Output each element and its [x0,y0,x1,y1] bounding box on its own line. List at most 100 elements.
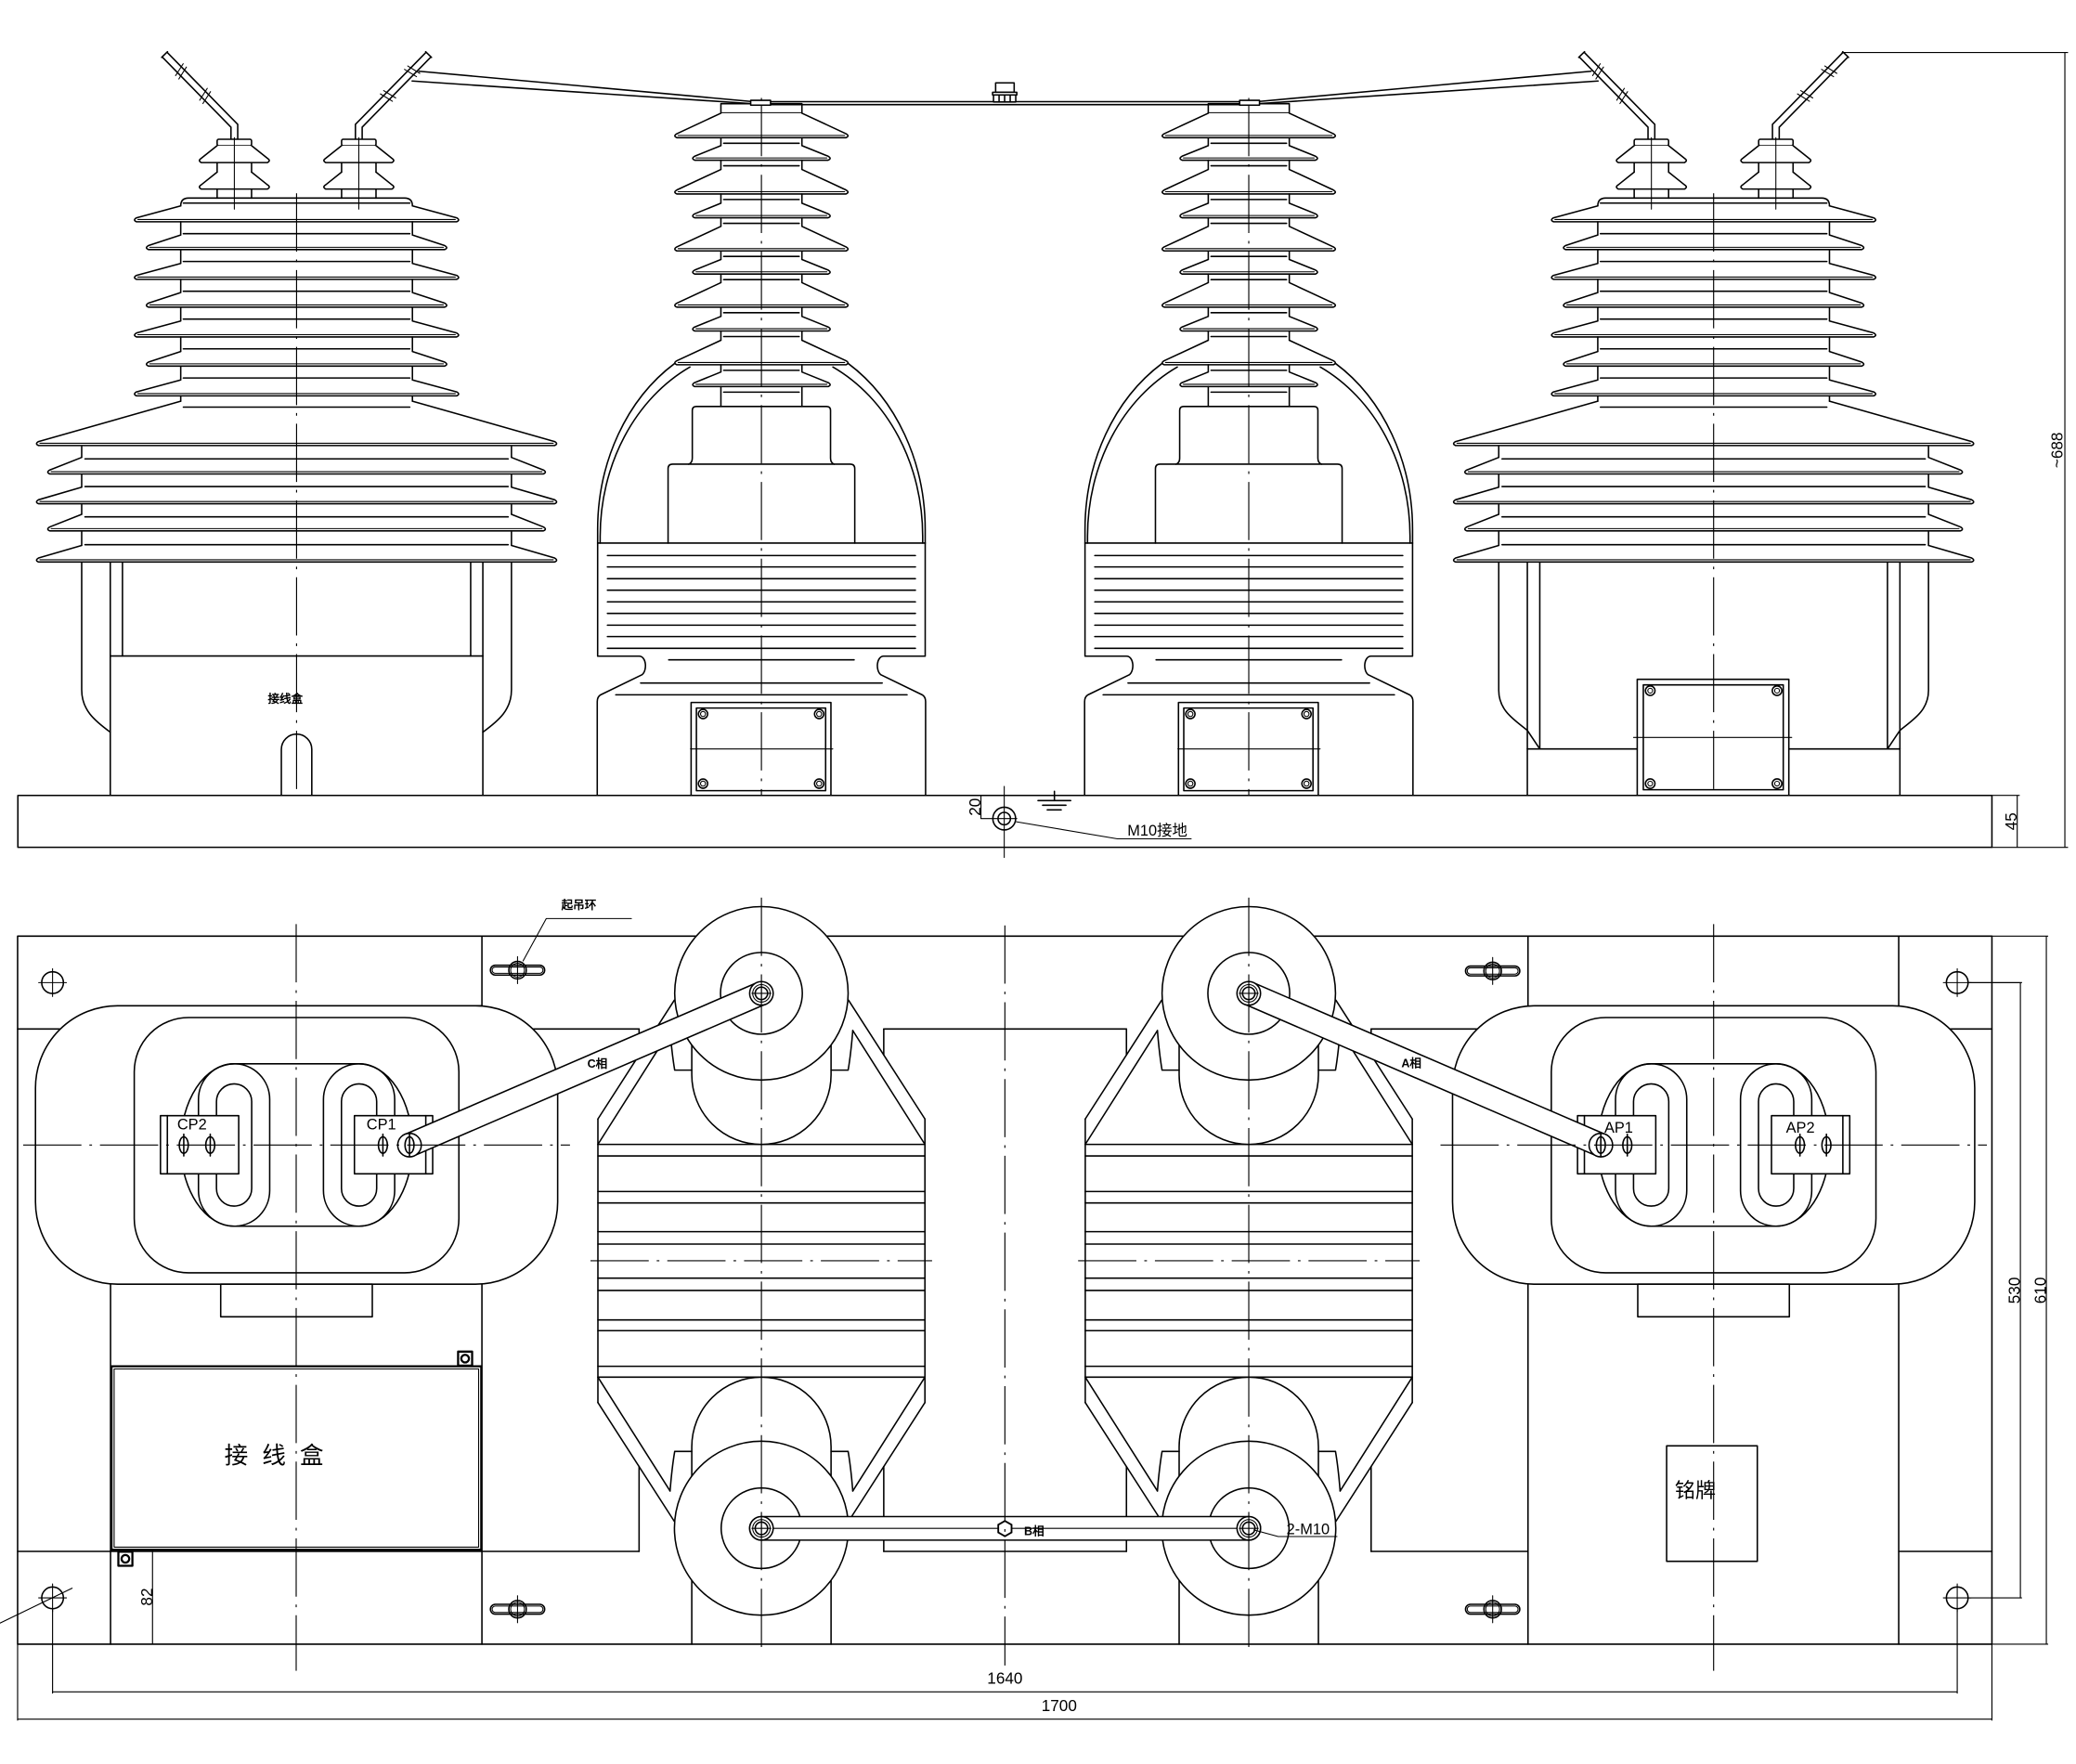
lifting-ring-icon [489,955,546,985]
terminal-rod-body [1772,52,1848,144]
cover-screw-slot [816,780,823,787]
terminal-rod-body [162,52,238,144]
vt-shed [674,226,850,253]
vt-housing-outer-arc [1334,362,1414,544]
vt-body-outline [596,542,646,797]
cover-screw [813,708,825,720]
primary-bus-connection [411,70,1599,107]
secondary-bushing [161,50,270,210]
plan-terminal-box-label: 接线盒 [225,1443,338,1470]
plan-dimensions [17,935,2049,1721]
ct-skirt [81,562,111,733]
vt-housing-outer-arc [1083,362,1163,544]
vt-body-chamfer [1084,999,1162,1121]
cover-screw [1771,778,1783,789]
cover-screw [1301,708,1312,720]
vt-body-chamfer [848,999,927,1121]
bolt-spec-label: 2-M10 [1287,1521,1330,1537]
vt-body-chamfer [851,1030,927,1146]
vt-housing-inner-arc [599,366,691,544]
vt-core-lower-block [667,463,856,544]
lifting-ring-icon [1464,956,1521,985]
bolt-spec-leader [1252,1529,1338,1537]
cover-screw-slot [1647,687,1654,694]
cover-screw-slot [1187,710,1194,718]
terminal-rod-mark [178,66,188,80]
vt-housing-inner-arc [1086,366,1178,544]
nameplate-label: 铭牌 [1675,1479,1716,1502]
terminal-rod-mark [380,93,394,102]
terminal-rod-mark [202,91,212,105]
dim-hole-spacing-width: 530 [2005,1278,2023,1304]
primary-connections [396,980,1614,1541]
hinge-square [457,1350,474,1368]
cover-screw [1301,778,1312,789]
terminal-rod-end [424,50,433,58]
terminal-rod-mark [1799,90,1813,99]
cover-screw [1185,708,1196,720]
grounding-leader [1016,821,1192,840]
vt-c-phase-front [596,97,927,797]
box-hinge-icon [117,1550,134,1567]
terminal-rod-mark [175,63,184,77]
drawing-annotations: 接线盒 M10接地 20 45 ~688 起吊环 C相 A相 B相 2-M10 … [138,433,2066,1715]
terminal-rod-mark [404,69,418,78]
vt-body-chamfer [597,1376,671,1492]
vt-housing-lug [1156,1450,1180,1492]
vt-housing-lug [668,1450,693,1492]
dim-hole-spacing-length: 1640 [987,1670,1022,1688]
vt-body-chamfer [1084,1376,1159,1492]
c-phase-lead [411,80,761,106]
vt-body-chamfer [1339,1376,1413,1492]
vt-core-lower-block [1154,463,1343,544]
vt-body-outline [876,542,927,797]
vt-housing-inner-arc [1319,366,1411,544]
front-elevation-view [17,50,2069,859]
front-ct-terminal-box-label: 接线盒 [268,692,304,706]
terminal-ap1-label: AP1 [1604,1120,1633,1136]
ct-lower-body [1498,562,1929,797]
box-hinge-icon [457,1350,474,1368]
cover-screw [1644,778,1656,789]
ct-skirt [482,562,513,733]
cover-screw [697,708,708,720]
secondary-bushing [1740,50,1849,210]
earth-ground-icon [1037,790,1072,811]
cover-screw-slot [1187,780,1194,787]
a-phase-lead [1258,70,1592,103]
cover-screw-slot [1773,780,1781,787]
grounding-bolt-label: M10接地 [1127,823,1187,839]
mounting-hole-leader [0,1588,73,1624]
dim-overall-height: ~688 [2049,433,2067,469]
vt-body-chamfer [848,1401,927,1523]
vt-housing-outer-arc [847,362,927,544]
terminal-rod-mark [1595,66,1604,80]
terminal-rod-end [1577,50,1586,58]
a-phase-lead [1249,80,1599,106]
vt-body-outline [1083,542,1134,797]
terminal-head [994,82,1016,94]
cover-screw-slot [1647,780,1654,787]
front-dimensions [980,52,2069,849]
terminal-ap2-label: AP2 [1786,1120,1815,1136]
vt-shed [1161,226,1337,253]
plan-leaders [0,917,1338,1624]
cover-screw [1644,685,1656,696]
ct-base-lug [219,1283,373,1318]
terminal-rod-mark [1619,91,1628,105]
vt-housing-inner-arc [832,366,924,544]
dim-base-thickness: 45 [2003,812,2020,830]
terminal-rod-mark [407,65,421,74]
vt-a-phase-front [1083,97,1414,797]
hinge-square [117,1550,134,1567]
vt-housing-lug [1156,1030,1180,1071]
vt-body-chamfer [851,1376,927,1492]
dim-grounding-height: 20 [967,798,984,816]
lifting-ring-icon [1464,1595,1521,1624]
cover-screw-slot [699,710,707,718]
cover-screw-slot [1773,687,1781,694]
phase-a-label: A相 [1401,1057,1421,1070]
cover-screw-slot [1303,780,1310,787]
cover-screw-slot [699,780,707,787]
c-phase-lead [418,70,752,103]
